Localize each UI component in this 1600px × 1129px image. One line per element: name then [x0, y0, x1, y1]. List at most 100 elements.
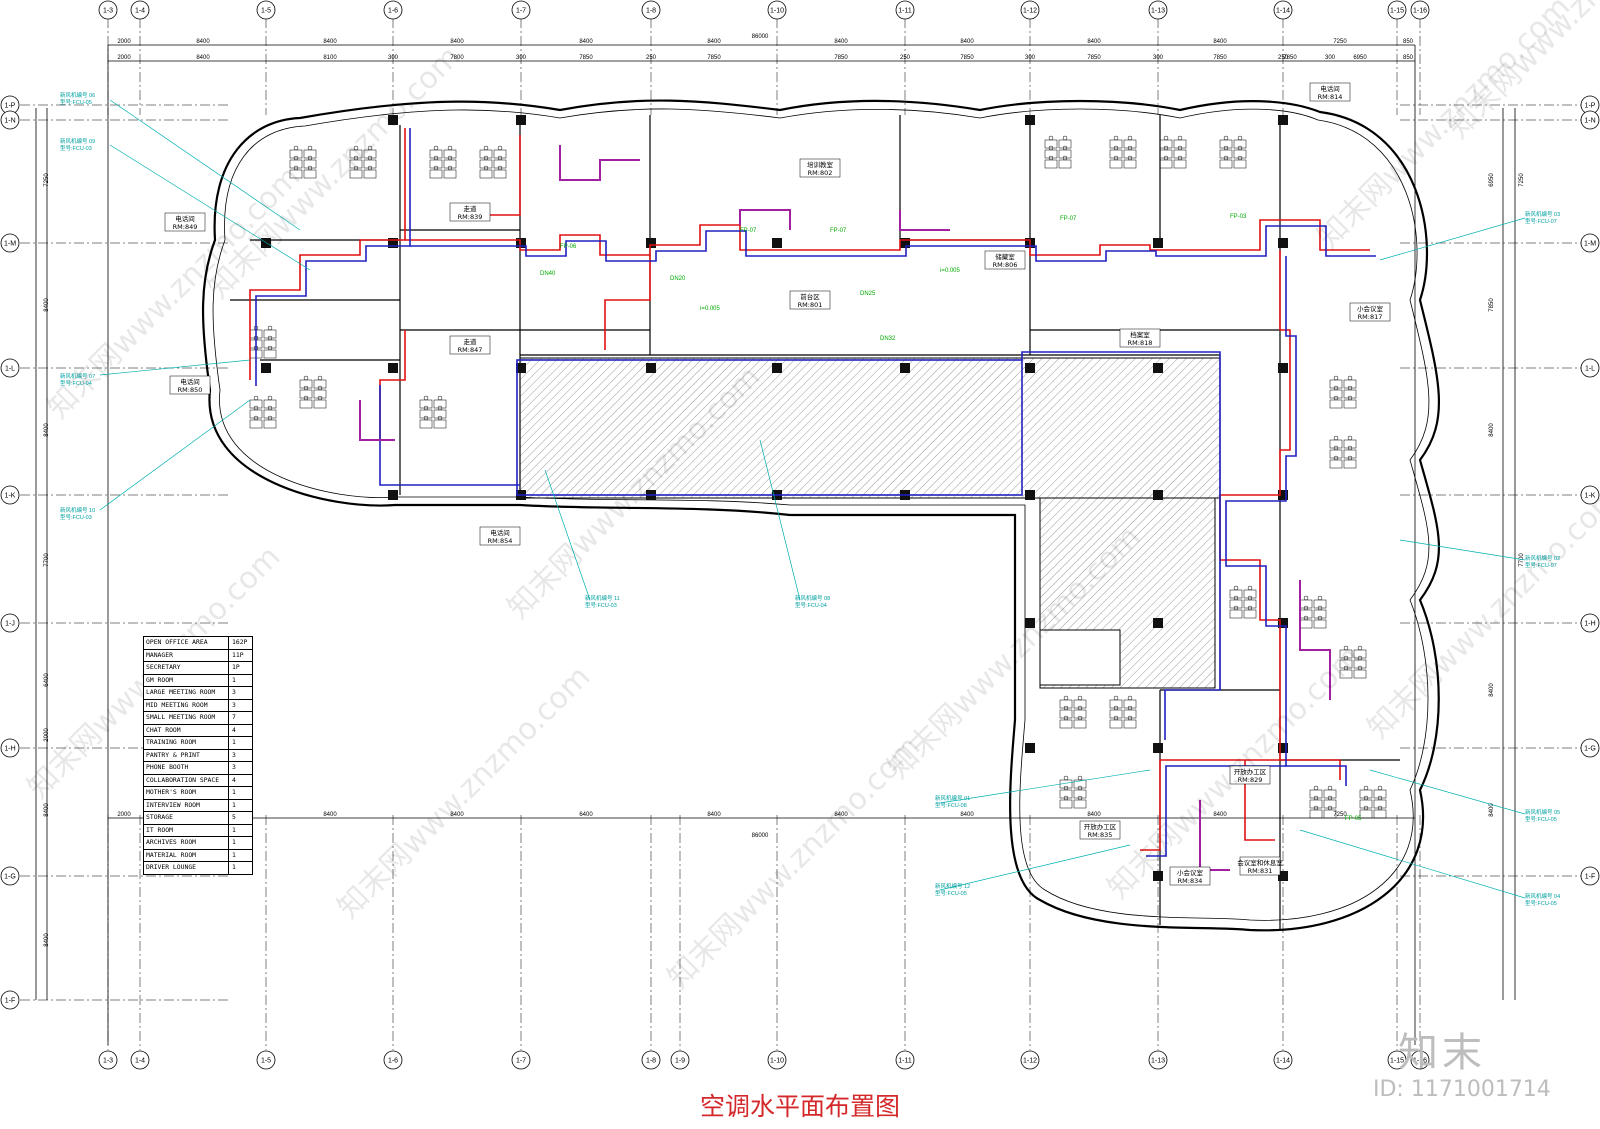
column — [1278, 490, 1288, 500]
grid-label-text: 1-8 — [646, 1058, 656, 1065]
grid-label-text: 1-K — [1585, 493, 1596, 500]
watermark-text: 知末网www.znzmo.com — [1361, 479, 1600, 745]
dimension-top-2: 250 — [900, 55, 911, 61]
room-type: STORAGE — [144, 812, 229, 824]
dimension-top-2: 300 — [1025, 55, 1036, 61]
grid-bubble-left: 1-H — [0, 738, 20, 758]
room-count: 162P — [232, 638, 248, 646]
room-name: 培训教室 — [807, 160, 834, 169]
grid-bubble-bottom: 1-10 — [767, 1050, 787, 1070]
fcu-tag-number: 新风机编号 03 — [1525, 210, 1560, 218]
dimension-bottom: 8400 — [1087, 812, 1101, 818]
fcu-tag-model: 型号:FCU-03 — [60, 513, 92, 521]
room-count: 1 — [232, 850, 236, 859]
fcu-tag-number: 新风机编号 04 — [1525, 892, 1560, 900]
dimension-top-1: 8400 — [1087, 39, 1101, 45]
grid-bubble-top: 1-11 — [895, 0, 915, 20]
grid-bubble-left: 1-F — [0, 990, 20, 1010]
dimension-top-1: 8400 — [707, 39, 721, 45]
dimension-top-2: 300 — [1325, 55, 1336, 61]
desk-cluster — [1229, 585, 1257, 619]
dimension-top-1: 850 — [1403, 39, 1414, 45]
drawing-title: 空调水平面布置图 — [699, 1092, 900, 1121]
watermark-text: 知末网www.znzmo.com — [331, 659, 597, 925]
room-number: RM:802 — [808, 169, 833, 177]
room-type: MID MEETING ROOM — [144, 699, 229, 711]
room-count: 4 — [232, 775, 236, 784]
column — [1153, 490, 1163, 500]
supply-pipes — [249, 128, 1370, 851]
grid-bubble-right: 1-G — [1580, 738, 1600, 758]
dimension-left: 8400 — [44, 803, 50, 817]
pipe-label: FP-07 — [1060, 216, 1077, 222]
fcu-tag-number: 新风机编号 12 — [935, 882, 970, 890]
grid-label-text: 1-G — [4, 874, 16, 881]
grid-label-text: 1-14 — [1276, 1058, 1290, 1065]
room-name: 走道 — [464, 204, 478, 213]
fcu-tag-number: 新风机编号 05 — [1525, 808, 1560, 816]
desk-cluster — [1329, 435, 1357, 469]
room-type: COLLABORATION SPACE — [144, 774, 229, 786]
pipe-label: FP-03 — [1230, 214, 1247, 220]
grid-label-text: 1-15 — [1390, 1058, 1404, 1065]
room-count: 1 — [232, 788, 236, 796]
room-name: 储藏室 — [995, 252, 1015, 261]
room-count: 7 — [232, 713, 236, 721]
room-count: 1 — [232, 738, 236, 746]
column — [900, 238, 910, 248]
dimension-bottom: 2000 — [117, 812, 131, 818]
dimension-top-2: 7800 — [450, 55, 464, 61]
fcu-tag-model: 型号:FCU-05 — [1525, 899, 1557, 907]
grid-bubble-top: 1-15 — [1387, 0, 1407, 20]
grid-label-text: 1-M — [1584, 241, 1596, 248]
pipe-label: FP-07 — [740, 228, 757, 234]
room-count: 3 — [232, 688, 236, 696]
room-number: RM:850 — [178, 386, 203, 394]
dimension-top-2: 7850 — [960, 55, 974, 61]
room-count: 3 — [232, 750, 236, 759]
grid-label-text: 1-9 — [675, 1058, 685, 1065]
fcu-tag-number: 新风机编号 02 — [1525, 554, 1560, 562]
grid-label-text: 1-N — [4, 118, 15, 125]
column — [1278, 238, 1288, 248]
grid-bubble-top: 1-8 — [641, 0, 661, 20]
fcu-tag-number: 新风机编号 10 — [60, 506, 95, 514]
grid-label-text: 1-15 — [1390, 8, 1404, 15]
grid-label-text: 1-P — [5, 103, 16, 110]
fcu-tag-number: 新风机编号 09 — [60, 137, 95, 145]
room-number: RM:817 — [1358, 313, 1383, 321]
grid-bubble-right: 1-H — [1580, 613, 1600, 633]
desk-cluster — [349, 145, 377, 179]
pipe-label: DN20 — [670, 276, 686, 282]
dimension-left: 8400 — [44, 298, 50, 312]
desk-cluster — [1359, 785, 1387, 819]
column — [1153, 238, 1163, 248]
desk-cluster — [479, 145, 507, 179]
dimension-bottom: 8400 — [323, 812, 337, 818]
desk-cluster — [1109, 135, 1137, 169]
dimension-top-2: 300 — [1153, 55, 1164, 61]
fcu-tag-model: 型号:FCU-05 — [1525, 815, 1557, 823]
desk-cluster — [1109, 695, 1137, 729]
dimension-top-2: 7850 — [1087, 55, 1101, 61]
dimension-bottom: 8400 — [707, 812, 721, 818]
room-name: 电话间 — [490, 528, 510, 537]
column — [1153, 363, 1163, 373]
column — [1025, 115, 1035, 125]
grid-label-text: 1-16 — [1413, 1058, 1427, 1065]
room-type: TRAINING ROOM — [144, 737, 229, 749]
room-count: 1 — [232, 800, 236, 809]
room-name: 会议室和休息室 — [1237, 858, 1283, 867]
dimension-top-2: 6950 — [1353, 55, 1367, 61]
